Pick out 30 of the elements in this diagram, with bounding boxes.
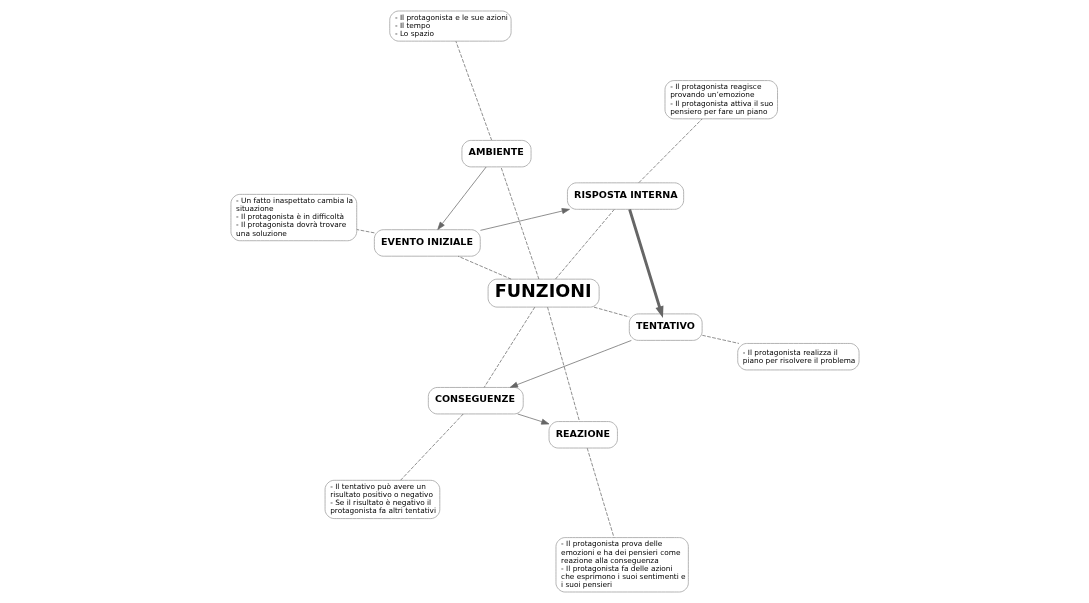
arrow [509, 340, 632, 388]
node-box: AMBIENTE [461, 139, 531, 168]
node-box: - Il tentativo può avere un risultato positivo o negativo - Se il risultato è negativo il protagonista fa altri tentativi [324, 479, 440, 519]
node-box: RISPOSTA INTERNA [566, 182, 684, 210]
node-box: - Il protagonista prova delle emozioni e ha dei pensieri come reazione alla conseguenza - Il protagonista fa delle azioni che esprimono i suoi sentimenti e i suoi pensieri [555, 537, 689, 593]
connector [638, 118, 702, 184]
node-box: - Il protagonista realizza il piano per risolvere il problema [736, 343, 859, 371]
arrow [516, 413, 549, 425]
connector [593, 306, 630, 318]
node-box: - Un fatto inaspettato cambia la situazione - Il protagonista è in difficoltà - Il protagonista dovrà trovare una soluzione [230, 193, 357, 242]
connector [457, 255, 512, 280]
connector [399, 413, 464, 481]
arrow [627, 208, 663, 319]
node-box: EVENTO INIZIALE [373, 229, 481, 257]
node-box: TENTATIVO [628, 313, 703, 341]
node-box: FUNZIONI [487, 278, 600, 308]
node-box: - Il protagonista e le sue azioni - Il tempo - Lo spazio [388, 10, 512, 42]
node-box: REAZIONE [548, 421, 618, 449]
connector [500, 166, 539, 280]
node-box: CONSEGUENZE [427, 387, 524, 415]
arrow [436, 166, 486, 230]
connector [586, 447, 614, 538]
connector [546, 306, 580, 422]
node-box: - Il protagonista reagisce provando un’emozione - Il protagonista attiva il suo pensiero per fare un piano [664, 80, 778, 120]
connector [554, 209, 614, 280]
connector [455, 40, 492, 141]
connector [483, 306, 535, 388]
arrow [479, 208, 570, 231]
connector [701, 334, 739, 344]
connector [356, 229, 375, 234]
